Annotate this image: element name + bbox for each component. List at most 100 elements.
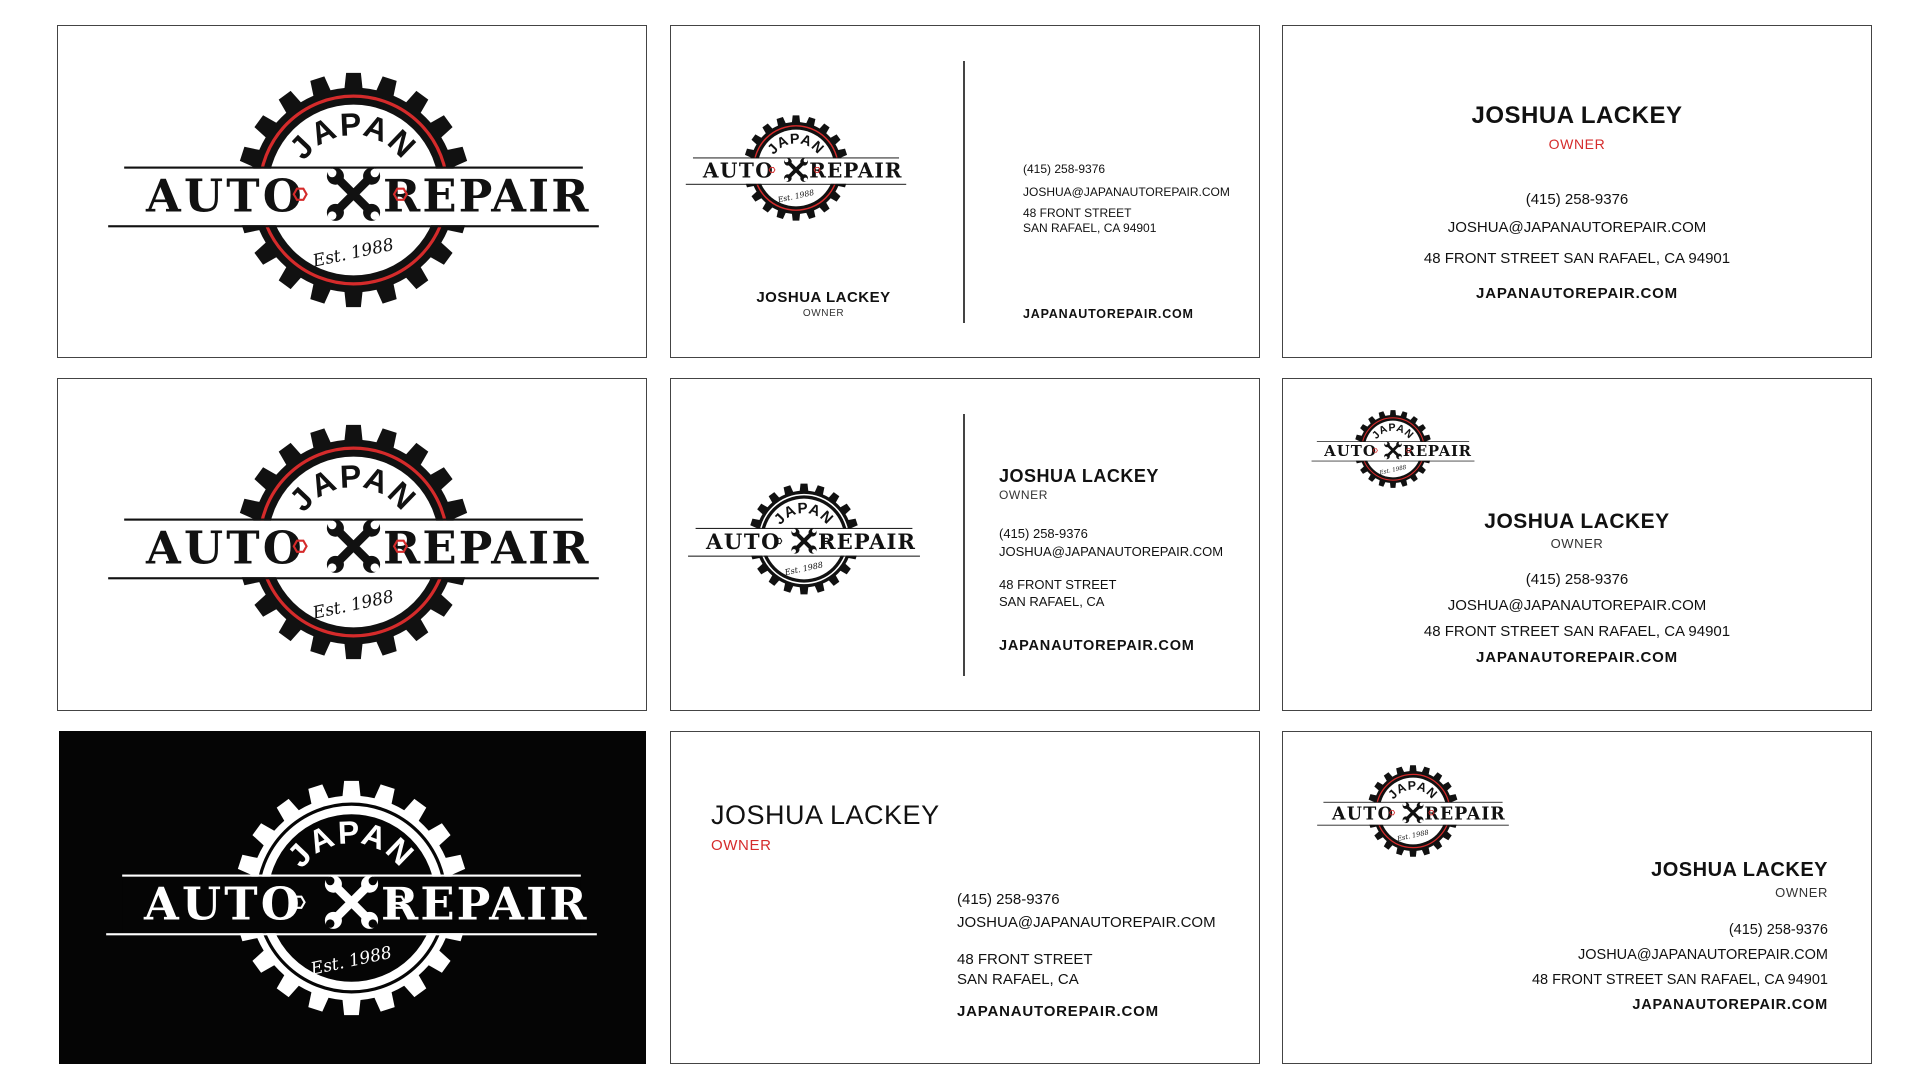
- contact-role: OWNER: [1550, 536, 1604, 551]
- logo-emblem: JAPAN AUTO REPAIR Est. 1988: [683, 477, 925, 601]
- contact-city: SAN RAFAEL, CA: [999, 594, 1105, 609]
- logo-emblem: JAPAN AUTO REPAIR Est. 1988: [60, 770, 645, 1026]
- svg-text:JAPAN: JAPAN: [1370, 422, 1416, 442]
- brand-left-text: AUTO: [143, 877, 303, 930]
- contact-email: JOSHUA@JAPANAUTOREPAIR.COM: [1447, 597, 1707, 614]
- divider-line: [963, 414, 965, 676]
- hex-nut-icon: [1372, 448, 1378, 453]
- contact-name: JOSHUA LACKEY: [756, 289, 891, 306]
- crossed-wrenches-icon: [784, 157, 808, 182]
- card-back-3: JOSHUA LACKEY OWNER (415) 258-9376 JOSHU…: [1282, 25, 1872, 358]
- crossed-wrenches-icon: [326, 519, 381, 573]
- brand-right-text: REPAIR: [383, 521, 591, 574]
- contact-name: JOSHUA LACKEY: [1484, 510, 1670, 533]
- contact-name: JOSHUA LACKEY: [999, 466, 1159, 486]
- logo-emblem: JAPAN AUTO REPAIR Est. 1988: [1308, 399, 1478, 499]
- contact-email: JOSHUA@JAPANAUTOREPAIR.COM: [1447, 219, 1707, 236]
- contact-website: JAPANAUTOREPAIR.COM: [999, 638, 1195, 654]
- contact-email: JOSHUA@JAPANAUTOREPAIR.COM: [957, 914, 1216, 931]
- brand-left-text: AUTO: [1331, 804, 1394, 824]
- contact-email: JOSHUA@JAPANAUTOREPAIR.COM: [1023, 185, 1230, 199]
- crossed-wrenches-icon: [1402, 802, 1424, 824]
- crossed-wrenches-icon: [324, 875, 379, 929]
- contact-name: JOSHUA LACKEY: [1651, 859, 1828, 881]
- hex-nut-icon: [1428, 810, 1435, 816]
- contact-street: 48 FRONT STREET: [957, 951, 1093, 968]
- hex-nut-icon: [392, 539, 409, 553]
- contact-street: 48 FRONT STREET: [1023, 206, 1132, 220]
- logo-emblem: JAPAN AUTO REPAIR Est. 1988: [681, 109, 911, 227]
- contact-address: 48 FRONT STREET SAN RAFAEL, CA 94901: [1423, 250, 1731, 267]
- gear-emblem: JAPAN AUTO REPAIR Est. 1988: [685, 115, 907, 221]
- brand-left-text: AUTO: [1323, 442, 1377, 460]
- hex-nut-icon: [1406, 448, 1412, 453]
- divider-line: [963, 61, 965, 323]
- card-logo-front-1: JAPAN AUTO REPAIR Est. 1988: [57, 25, 647, 358]
- gear-emblem: JAPAN AUTO REPAIR Est. 1988: [1317, 765, 1509, 857]
- brand-right-text: REPAIR: [1425, 804, 1506, 824]
- brand-left-text: AUTO: [705, 529, 781, 554]
- contact-address: 48 FRONT STREET SAN RAFAEL, CA 94901: [1423, 623, 1731, 640]
- contact-city: SAN RAFAEL, CA 94901: [1023, 221, 1157, 235]
- contact-website: JAPANAUTOREPAIR.COM: [1476, 285, 1678, 302]
- brand-right-text: REPAIR: [818, 529, 916, 554]
- contact-role: OWNER: [1548, 136, 1606, 152]
- brand-est-text: Est. 1988: [1378, 465, 1407, 477]
- contact-street: 48 FRONT STREET: [999, 577, 1117, 592]
- brand-top-text: JAPAN: [1370, 422, 1416, 442]
- contact-role: OWNER: [802, 308, 845, 319]
- hex-nut-icon: [390, 895, 407, 909]
- contact-website: JAPANAUTOREPAIR.COM: [1476, 649, 1678, 666]
- contact-name: JOSHUA LACKEY: [711, 800, 940, 830]
- contact-phone: (415) 258-9376: [957, 891, 1060, 908]
- gear-emblem: JAPAN AUTO REPAIR Est. 1988: [106, 780, 597, 1016]
- contact-role: OWNER: [999, 488, 1048, 502]
- hex-nut-icon: [392, 187, 409, 201]
- brand-right-text: REPAIR: [1403, 442, 1472, 460]
- contact-name: JOSHUA LACKEY: [1471, 102, 1683, 129]
- card-logo-front-2: JAPAN AUTO REPAIR Est. 1988: [57, 378, 647, 711]
- contact-phone: (415) 258-9376: [1525, 571, 1629, 588]
- contact-city: SAN RAFAEL, CA: [957, 971, 1079, 988]
- hex-nut-icon: [822, 537, 830, 545]
- hex-nut-icon: [292, 187, 308, 201]
- logo-emblem: JAPAN AUTO REPAIR Est. 1988: [58, 62, 646, 318]
- contact-phone: (415) 258-9376: [1023, 162, 1106, 176]
- contact-role: OWNER: [1775, 885, 1828, 900]
- contact-website: JAPANAUTOREPAIR.COM: [957, 1003, 1159, 1020]
- contact-website: JAPANAUTOREPAIR.COM: [1023, 307, 1194, 321]
- card-logo-front-dark: JAPAN AUTO REPAIR Est. 1988: [59, 731, 646, 1064]
- brand-left-text: AUTO: [145, 169, 305, 222]
- card-back-5: JAPAN AUTO REPAIR Est. 1988: [670, 378, 1260, 711]
- contact-phone: (415) 258-9376: [999, 526, 1088, 541]
- brand-right-text: REPAIR: [383, 169, 591, 222]
- gear-emblem: JAPAN AUTO REPAIR Est. 1988: [688, 483, 920, 595]
- hex-nut-icon: [292, 539, 308, 553]
- brand-left-text: AUTO: [702, 159, 774, 183]
- gear-emblem: JAPAN AUTO REPAIR Est. 1988: [1311, 410, 1475, 488]
- brand-right-text: REPAIR: [381, 877, 589, 930]
- logo-emblem: JAPAN AUTO REPAIR Est. 1988: [1313, 758, 1513, 864]
- contact-phone: (415) 258-9376: [1525, 191, 1629, 208]
- gear-emblem: JAPAN AUTO REPAIR Est. 1988: [108, 424, 599, 660]
- hex-nut-icon: [768, 166, 776, 173]
- logo-emblem: JAPAN AUTO REPAIR Est. 1988: [58, 414, 646, 670]
- brand-top-text: JAPAN: [1385, 779, 1439, 802]
- card-back-6: JAPAN AUTO REPAIR Est. 1988: [1282, 378, 1872, 711]
- contact-email: JOSHUA@JAPANAUTOREPAIR.COM: [999, 544, 1224, 559]
- card-back-8: JOSHUA LACKEY OWNER (415) 258-9376 JOSHU…: [670, 731, 1260, 1064]
- crossed-wrenches-icon: [1384, 441, 1402, 460]
- hex-nut-icon: [775, 537, 783, 545]
- contact-website: JAPANAUTOREPAIR.COM: [1632, 997, 1828, 1013]
- crossed-wrenches-icon: [326, 167, 381, 221]
- hex-nut-icon: [813, 166, 821, 173]
- gear-emblem: JAPAN AUTO REPAIR Est. 1988: [108, 72, 599, 308]
- hex-nut-icon: [290, 895, 306, 909]
- contact-address: 48 FRONT STREET SAN RAFAEL, CA 94901: [1531, 972, 1828, 988]
- contact-email: JOSHUA@JAPANAUTOREPAIR.COM: [1578, 947, 1828, 963]
- hex-nut-icon: [1389, 810, 1396, 816]
- card-back-9: JAPAN AUTO REPAIR Est. 1988: [1282, 731, 1872, 1064]
- contact-role: OWNER: [711, 837, 772, 854]
- brand-right-text: REPAIR: [809, 159, 902, 183]
